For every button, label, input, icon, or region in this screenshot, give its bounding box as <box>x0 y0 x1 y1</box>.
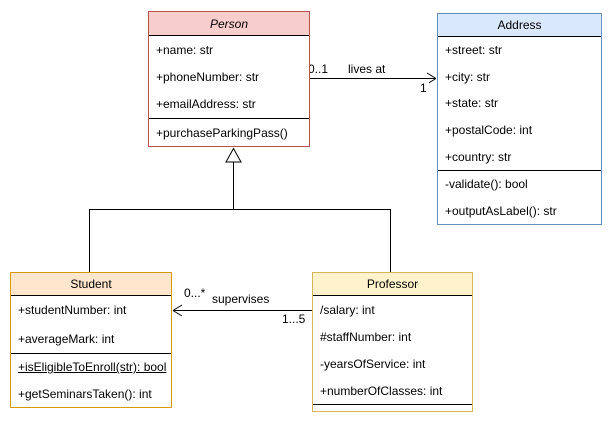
attribute: +city: str <box>445 69 491 84</box>
class-student-attributes: +studentNumber: int +averageMark: int <box>11 296 171 354</box>
method: -validate(): bool <box>445 177 528 192</box>
attribute: +country: str <box>445 149 512 164</box>
method: +getSeminarsTaken(): int <box>18 386 152 401</box>
method: +purchaseParkingPass() <box>156 125 288 140</box>
attribute: +averageMark: int <box>18 331 115 346</box>
attribute: +street: str <box>445 43 503 58</box>
class-address-methods: -validate(): bool +outputAsLabel(): str <box>438 171 601 224</box>
class-person-attributes: +name: str +phoneNumber: str +emailAddre… <box>149 36 309 119</box>
class-person[interactable]: Person +name: str +phoneNumber: str +ema… <box>148 11 310 147</box>
attribute: +studentNumber: int <box>18 303 127 318</box>
class-professor-methods <box>313 405 472 411</box>
supervises-student-multiplicity: 0...* <box>182 286 208 300</box>
lives-at-label: lives at <box>346 62 388 76</box>
attribute: -yearsOfService: int <box>320 356 426 371</box>
method: +outputAsLabel(): str <box>445 203 557 218</box>
supervises-professor-multiplicity: 1...5 <box>280 312 308 326</box>
attribute: +phoneNumber: str <box>156 69 260 84</box>
attribute: #staffNumber: int <box>320 329 412 344</box>
class-student[interactable]: Student +studentNumber: int +averageMark… <box>10 272 172 408</box>
edge-generalization[interactable] <box>89 147 391 273</box>
lives-at-person-multiplicity: 0..1 <box>306 62 331 76</box>
class-address[interactable]: Address +street: str +city: str +state: … <box>437 13 602 225</box>
attribute: /salary: int <box>320 302 375 317</box>
open-arrowhead-icon <box>172 304 183 317</box>
supervises-label: supervises <box>210 292 272 306</box>
class-professor[interactable]: Professor /salary: int #staffNumber: int… <box>312 272 473 412</box>
class-professor-attributes: /salary: int #staffNumber: int -yearsOfS… <box>313 296 472 405</box>
lives-at-address-multiplicity: 1 <box>418 81 429 95</box>
attribute: +postalCode: int <box>445 123 533 138</box>
class-person-methods: +purchaseParkingPass() <box>149 119 309 146</box>
attribute: +numberOfClasses: int <box>320 383 443 398</box>
class-student-title: Student <box>11 273 171 296</box>
method: +isEligibleToEnroll(str): bool <box>18 360 167 375</box>
attribute: +emailAddress: str <box>156 97 256 112</box>
class-address-attributes: +street: str +city: str +state: str +pos… <box>438 37 601 171</box>
class-student-methods: +isEligibleToEnroll(str): bool +getSemin… <box>11 354 171 407</box>
class-person-title: Person <box>149 12 309 36</box>
class-professor-title: Professor <box>313 273 472 296</box>
attribute: +name: str <box>156 42 214 57</box>
class-address-title: Address <box>438 14 601 37</box>
attribute: +state: str <box>445 96 499 111</box>
edge-supervises[interactable] <box>172 304 312 317</box>
hollow-triangle-icon <box>225 147 242 163</box>
